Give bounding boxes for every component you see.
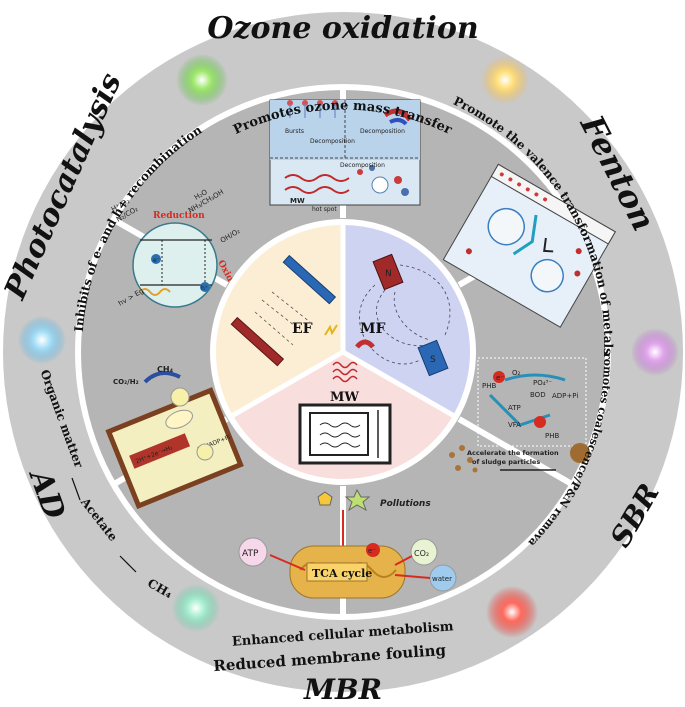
mbr-tca: TCA cycle — [312, 567, 372, 580]
red-orb — [486, 586, 538, 638]
photo-h: h⁺ — [201, 285, 208, 292]
mbr-e-label: e⁻ — [368, 547, 376, 555]
magnet-s: S — [430, 355, 436, 365]
ad-labels: CH₄ CO₂/H₂ — [113, 365, 214, 461]
yellow-orb — [481, 56, 529, 104]
ozone-label-decomp-3: Decomposition — [340, 162, 385, 169]
sbr-vfa: VFA — [508, 421, 521, 429]
photo-e: e⁻ — [153, 257, 160, 264]
mf-magnets: N S — [355, 253, 451, 377]
mf-label: MF — [360, 321, 385, 337]
sbr-panel: e⁻ PHB O₂ PO₄³⁻ BOD ADP+Pi ATP VFA PHB A… — [449, 357, 590, 473]
mbr-water: water — [432, 575, 452, 583]
magnet-n: N — [385, 269, 392, 279]
sbr-po4: PO₄³⁻ — [533, 379, 552, 387]
sbr-caption-1: Accelerate the formation — [467, 449, 559, 457]
ef-electrodes — [230, 254, 338, 367]
mbr-title: MBR — [303, 673, 382, 706]
mbr-co2: CO₂ — [414, 549, 429, 558]
violet-orb — [631, 328, 679, 376]
ozone-label-bursts: Bursts — [285, 128, 304, 135]
ad-ch4: CH₄ — [157, 365, 174, 374]
center-circle: EF N S MF MW — [210, 219, 476, 485]
green-orb — [176, 54, 228, 106]
mbr-pollutions: Pollutions — [380, 499, 431, 509]
sbr-adp: ADP+Pi — [552, 392, 578, 400]
mint-orb — [172, 584, 220, 632]
sbr-phb-1: PHB — [482, 382, 496, 390]
ozone-label-mw: MW — [290, 197, 305, 205]
ozone-label-decomp-2: Decomposition — [360, 128, 405, 135]
mbr-panel: Pollutions TCA cycle e⁻ ATP CO₂ water — [238, 488, 457, 599]
fenton-panel — [442, 163, 616, 328]
ozone-label-hotspot: hot spot — [312, 206, 337, 213]
ad-panel: 2H⁺+2e⁻→H₂ ATP/ADP+Pi — [105, 387, 244, 510]
ozone-panel: Bursts Decomposition Decomposition Decom… — [269, 99, 421, 213]
mbr-atp: ATP — [242, 549, 259, 559]
mw-microwave — [298, 361, 392, 465]
photo-reduction: Reduction — [153, 211, 205, 221]
sbr-atp: ATP — [508, 404, 521, 412]
ad-arrows — [71, 477, 137, 573]
blue-orb — [18, 316, 66, 364]
ad-co2: CO₂/H₂ — [113, 378, 139, 386]
sbr-o2: O₂ — [512, 369, 521, 377]
ef-label: EF — [292, 321, 313, 337]
sbr-bod: BOD — [530, 391, 546, 399]
sbr-phb-2: PHB — [545, 432, 559, 440]
ozone-label-decomp-1: Decomposition — [310, 138, 355, 145]
sbr-e-label: e⁻ — [496, 374, 504, 382]
ozone-title: Ozone oxidation — [207, 11, 478, 46]
mw-label: MW — [330, 390, 359, 405]
sbr-caption-2: of sludge particles — [472, 458, 540, 466]
